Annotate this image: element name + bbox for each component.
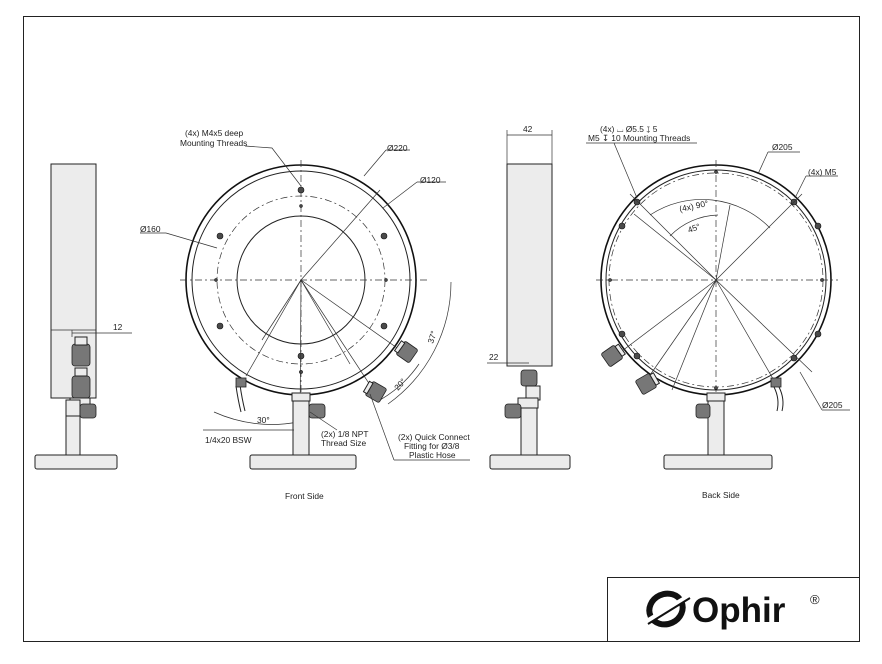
back-angle-45: 45° bbox=[686, 221, 701, 235]
logo-brand: Ophir bbox=[692, 591, 786, 630]
dim-12-label: 12 bbox=[113, 322, 123, 332]
right-side-view: 42 22 bbox=[487, 124, 571, 470]
back-hole-right-lower bbox=[790, 354, 798, 362]
dim-22-label: 22 bbox=[489, 352, 499, 362]
ophir-logo-icon bbox=[644, 590, 691, 628]
back-side-caption: Back Side bbox=[702, 490, 740, 500]
back-base bbox=[663, 454, 773, 470]
front-angle-30: 30° bbox=[257, 415, 270, 425]
back-m5-label: (4x) M5 bbox=[808, 167, 837, 177]
back-hole-left-lower bbox=[618, 330, 626, 338]
front-clamp-screw bbox=[308, 403, 326, 419]
back-hole-left-upper bbox=[618, 222, 626, 230]
front-thread-bsw: 1/4x20 BSW bbox=[205, 435, 252, 445]
front-hole-left-upper bbox=[216, 232, 224, 240]
back-dia-205-bottom: Ø205 bbox=[822, 400, 843, 410]
right-side-body bbox=[506, 163, 553, 367]
back-post bbox=[707, 400, 725, 456]
left-side-view: 12 bbox=[34, 163, 132, 470]
front-quick-fitting-lower bbox=[362, 380, 387, 403]
front-hole-top bbox=[297, 186, 305, 194]
front-npt-line2: Thread Size bbox=[321, 438, 366, 448]
front-quick-connect-line2: Fitting for Ø3/8 bbox=[404, 441, 460, 451]
right-clamp-screw bbox=[504, 403, 522, 419]
front-angle-37: 37° bbox=[425, 329, 438, 344]
left-base bbox=[34, 454, 118, 470]
back-nozzle bbox=[773, 386, 779, 412]
front-quick-connect-line1: (2x) Quick Connect bbox=[398, 432, 470, 442]
back-quick-fitting-upper bbox=[601, 343, 626, 367]
front-dia-120: Ø120 bbox=[420, 175, 441, 185]
left-fitting-upper bbox=[71, 343, 91, 367]
front-hole-right-upper bbox=[380, 232, 388, 240]
back-clamp-screw bbox=[695, 403, 711, 419]
front-mounting-threads-line2: Mounting Threads bbox=[180, 138, 247, 148]
left-clamp-screw bbox=[79, 403, 97, 419]
front-base bbox=[249, 454, 357, 470]
front-dia-220: Ø220 bbox=[387, 143, 408, 153]
back-dia-205-top: Ø205 bbox=[772, 142, 793, 152]
back-angle-90: (4x) 90° bbox=[678, 198, 709, 214]
back-quick-fitting-lower bbox=[635, 372, 661, 395]
front-post bbox=[292, 400, 310, 456]
front-dia-160: Ø160 bbox=[140, 224, 161, 234]
back-counterbore-line1: (4x) ⌴ Ø5.5 ↧ 5 bbox=[600, 124, 658, 134]
title-block bbox=[607, 577, 860, 642]
dim-42-label: 42 bbox=[523, 124, 533, 134]
front-hole-right-lower bbox=[380, 322, 388, 330]
left-fitting-lower bbox=[71, 375, 91, 399]
right-base bbox=[489, 454, 571, 470]
logo-registered: ® bbox=[810, 592, 820, 607]
right-post bbox=[520, 407, 538, 457]
left-post bbox=[65, 415, 81, 457]
back-view: (4x) ⌴ Ø5.5 ↧ 5 M5 ↧ 10 Mounting Threads… bbox=[586, 124, 850, 500]
front-quick-fitting-upper bbox=[393, 340, 418, 363]
front-mounting-threads-line1: (4x) M4x5 deep bbox=[185, 128, 244, 138]
front-quick-connect-line3: Plastic Hose bbox=[409, 450, 456, 460]
drawing-border bbox=[23, 16, 860, 642]
front-nozzle bbox=[239, 384, 246, 412]
front-view: (4x) M4x5 deep Mounting Threads Ø220 Ø12… bbox=[140, 128, 470, 501]
front-hole-left-lower bbox=[216, 322, 224, 330]
back-counterbore-line2: M5 ↧ 10 Mounting Threads bbox=[588, 133, 690, 143]
logo-box: Ophir ® bbox=[607, 577, 860, 642]
front-npt-line1: (2x) 1/8 NPT bbox=[321, 429, 368, 439]
front-side-caption: Front Side bbox=[285, 491, 324, 501]
front-hole-bottom bbox=[297, 352, 305, 360]
